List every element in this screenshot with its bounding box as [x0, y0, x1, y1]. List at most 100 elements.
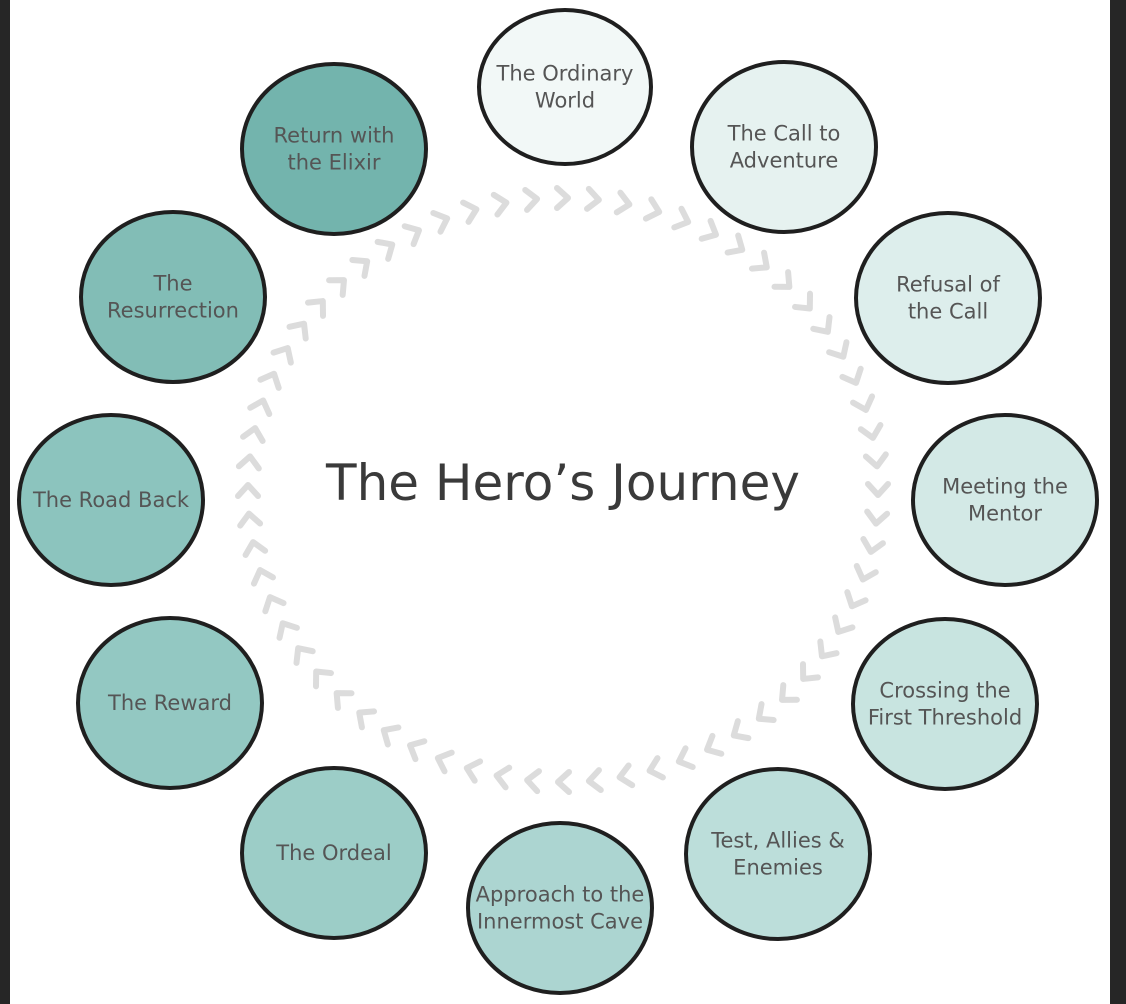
chevron-arrow [460, 199, 480, 225]
stage-label: Crossing the [879, 679, 1010, 703]
stage-test-allies-enemies: Test, Allies & Enemies [684, 767, 872, 941]
stage-circle [76, 616, 264, 790]
chevron-arrow [862, 451, 889, 470]
chevron-arrow [616, 762, 636, 789]
stage-label: Test, Allies & [710, 829, 845, 853]
chevron-arrow [613, 189, 633, 216]
chevron-arrow [356, 708, 378, 731]
chevron-arrow [860, 536, 886, 555]
chevron-arrow [237, 510, 264, 529]
chevron-arrow [434, 749, 455, 775]
stage-label: The Reward [107, 691, 232, 715]
stage-return-with-elixir: Return with the Elixir [240, 62, 428, 236]
stage-label: the Elixir [288, 151, 381, 175]
stage-circle [240, 62, 428, 236]
chevron-arrow [584, 185, 602, 212]
heros-journey-diagram: The Hero’s Journey The OrdinaryWorldThe … [17, 8, 1099, 995]
diagram-title: The Hero’s Journey [325, 454, 800, 512]
chevron-arrow [779, 682, 800, 703]
chevron-arrow [286, 320, 309, 342]
stage-label: The Ordinary [496, 62, 634, 86]
stage-label: Approach to the [476, 883, 645, 907]
stage-label: Meeting the [942, 475, 1068, 499]
stage-label: Refusal of [896, 273, 1000, 297]
chevron-arrow [430, 210, 451, 235]
chevron-arrow [864, 508, 891, 527]
chevron-ring [235, 185, 891, 795]
chevron-arrow [646, 755, 666, 781]
stage-circle [851, 617, 1039, 791]
stage-circle [477, 8, 653, 166]
stage-circle [17, 413, 205, 587]
chevron-arrow [235, 453, 262, 472]
chevron-arrow [755, 701, 777, 724]
chevron-arrow [675, 745, 696, 770]
chevron-arrow [642, 196, 663, 222]
chevron-arrow [247, 397, 273, 418]
stage-label: Resurrection [107, 299, 239, 323]
chevron-arrow [276, 620, 300, 641]
chevron-arrow [698, 217, 719, 242]
chevron-arrow [293, 645, 316, 666]
stage-circle [79, 210, 267, 384]
chevron-arrow [730, 718, 752, 742]
chevron-arrow [524, 768, 542, 795]
stage-label: Return with [274, 124, 395, 148]
stage-circle [854, 211, 1042, 385]
stage-label: the Call [908, 300, 988, 324]
chevron-arrow [240, 425, 266, 444]
stage-label: Innermost Cave [477, 910, 643, 934]
chevron-arrow [850, 393, 876, 413]
stage-circle [690, 60, 878, 234]
stage-circle [240, 766, 428, 940]
chevron-arrow [771, 269, 793, 290]
chevron-arrow [235, 482, 261, 499]
chevron-arrow [305, 298, 327, 319]
chevron-arrow [748, 249, 770, 272]
stage-label: The [152, 272, 192, 296]
chevron-arrow [554, 185, 571, 211]
chevron-arrow [493, 764, 513, 791]
stage-circle [684, 767, 872, 941]
chevron-arrow [333, 690, 355, 711]
chevron-arrow [792, 290, 814, 312]
chevron-arrow [312, 668, 334, 690]
chevron-arrow [799, 661, 821, 682]
chevron-arrow [839, 365, 864, 386]
chevron-arrow [401, 223, 422, 248]
stage-the-ordeal: The Ordeal [240, 766, 428, 940]
chevron-arrow [585, 767, 604, 794]
chevron-arrow [810, 314, 833, 335]
chevron-arrow [555, 769, 572, 795]
stage-label: World [535, 89, 595, 113]
chevron-arrow [844, 589, 869, 610]
stage-refusal-of-the-call: Refusal of the Call [854, 211, 1042, 385]
chevron-arrow [826, 339, 850, 360]
chevron-arrow [349, 256, 371, 279]
stage-the-reward: The Reward [76, 616, 264, 790]
chevron-arrow [407, 738, 428, 763]
chevron-arrow [250, 567, 276, 587]
chevron-arrow [724, 232, 746, 256]
stage-label: Enemies [733, 856, 823, 880]
chevron-arrow [853, 562, 879, 583]
stage-label: First Threshold [868, 706, 1022, 730]
chevron-arrow [257, 370, 282, 391]
stage-label: The Ordeal [275, 841, 391, 865]
stage-call-to-adventure: The Call to Adventure [690, 60, 878, 234]
stage-label: The Road Back [32, 488, 190, 512]
chevron-arrow [704, 732, 725, 757]
stage-label: The Call to [727, 122, 841, 146]
chevron-arrow [374, 238, 396, 262]
chevron-arrow [857, 422, 884, 441]
stage-label: Mentor [968, 502, 1042, 526]
stage-circle [466, 821, 654, 995]
chevron-arrow [817, 638, 840, 660]
stage-label: Adventure [730, 149, 839, 173]
